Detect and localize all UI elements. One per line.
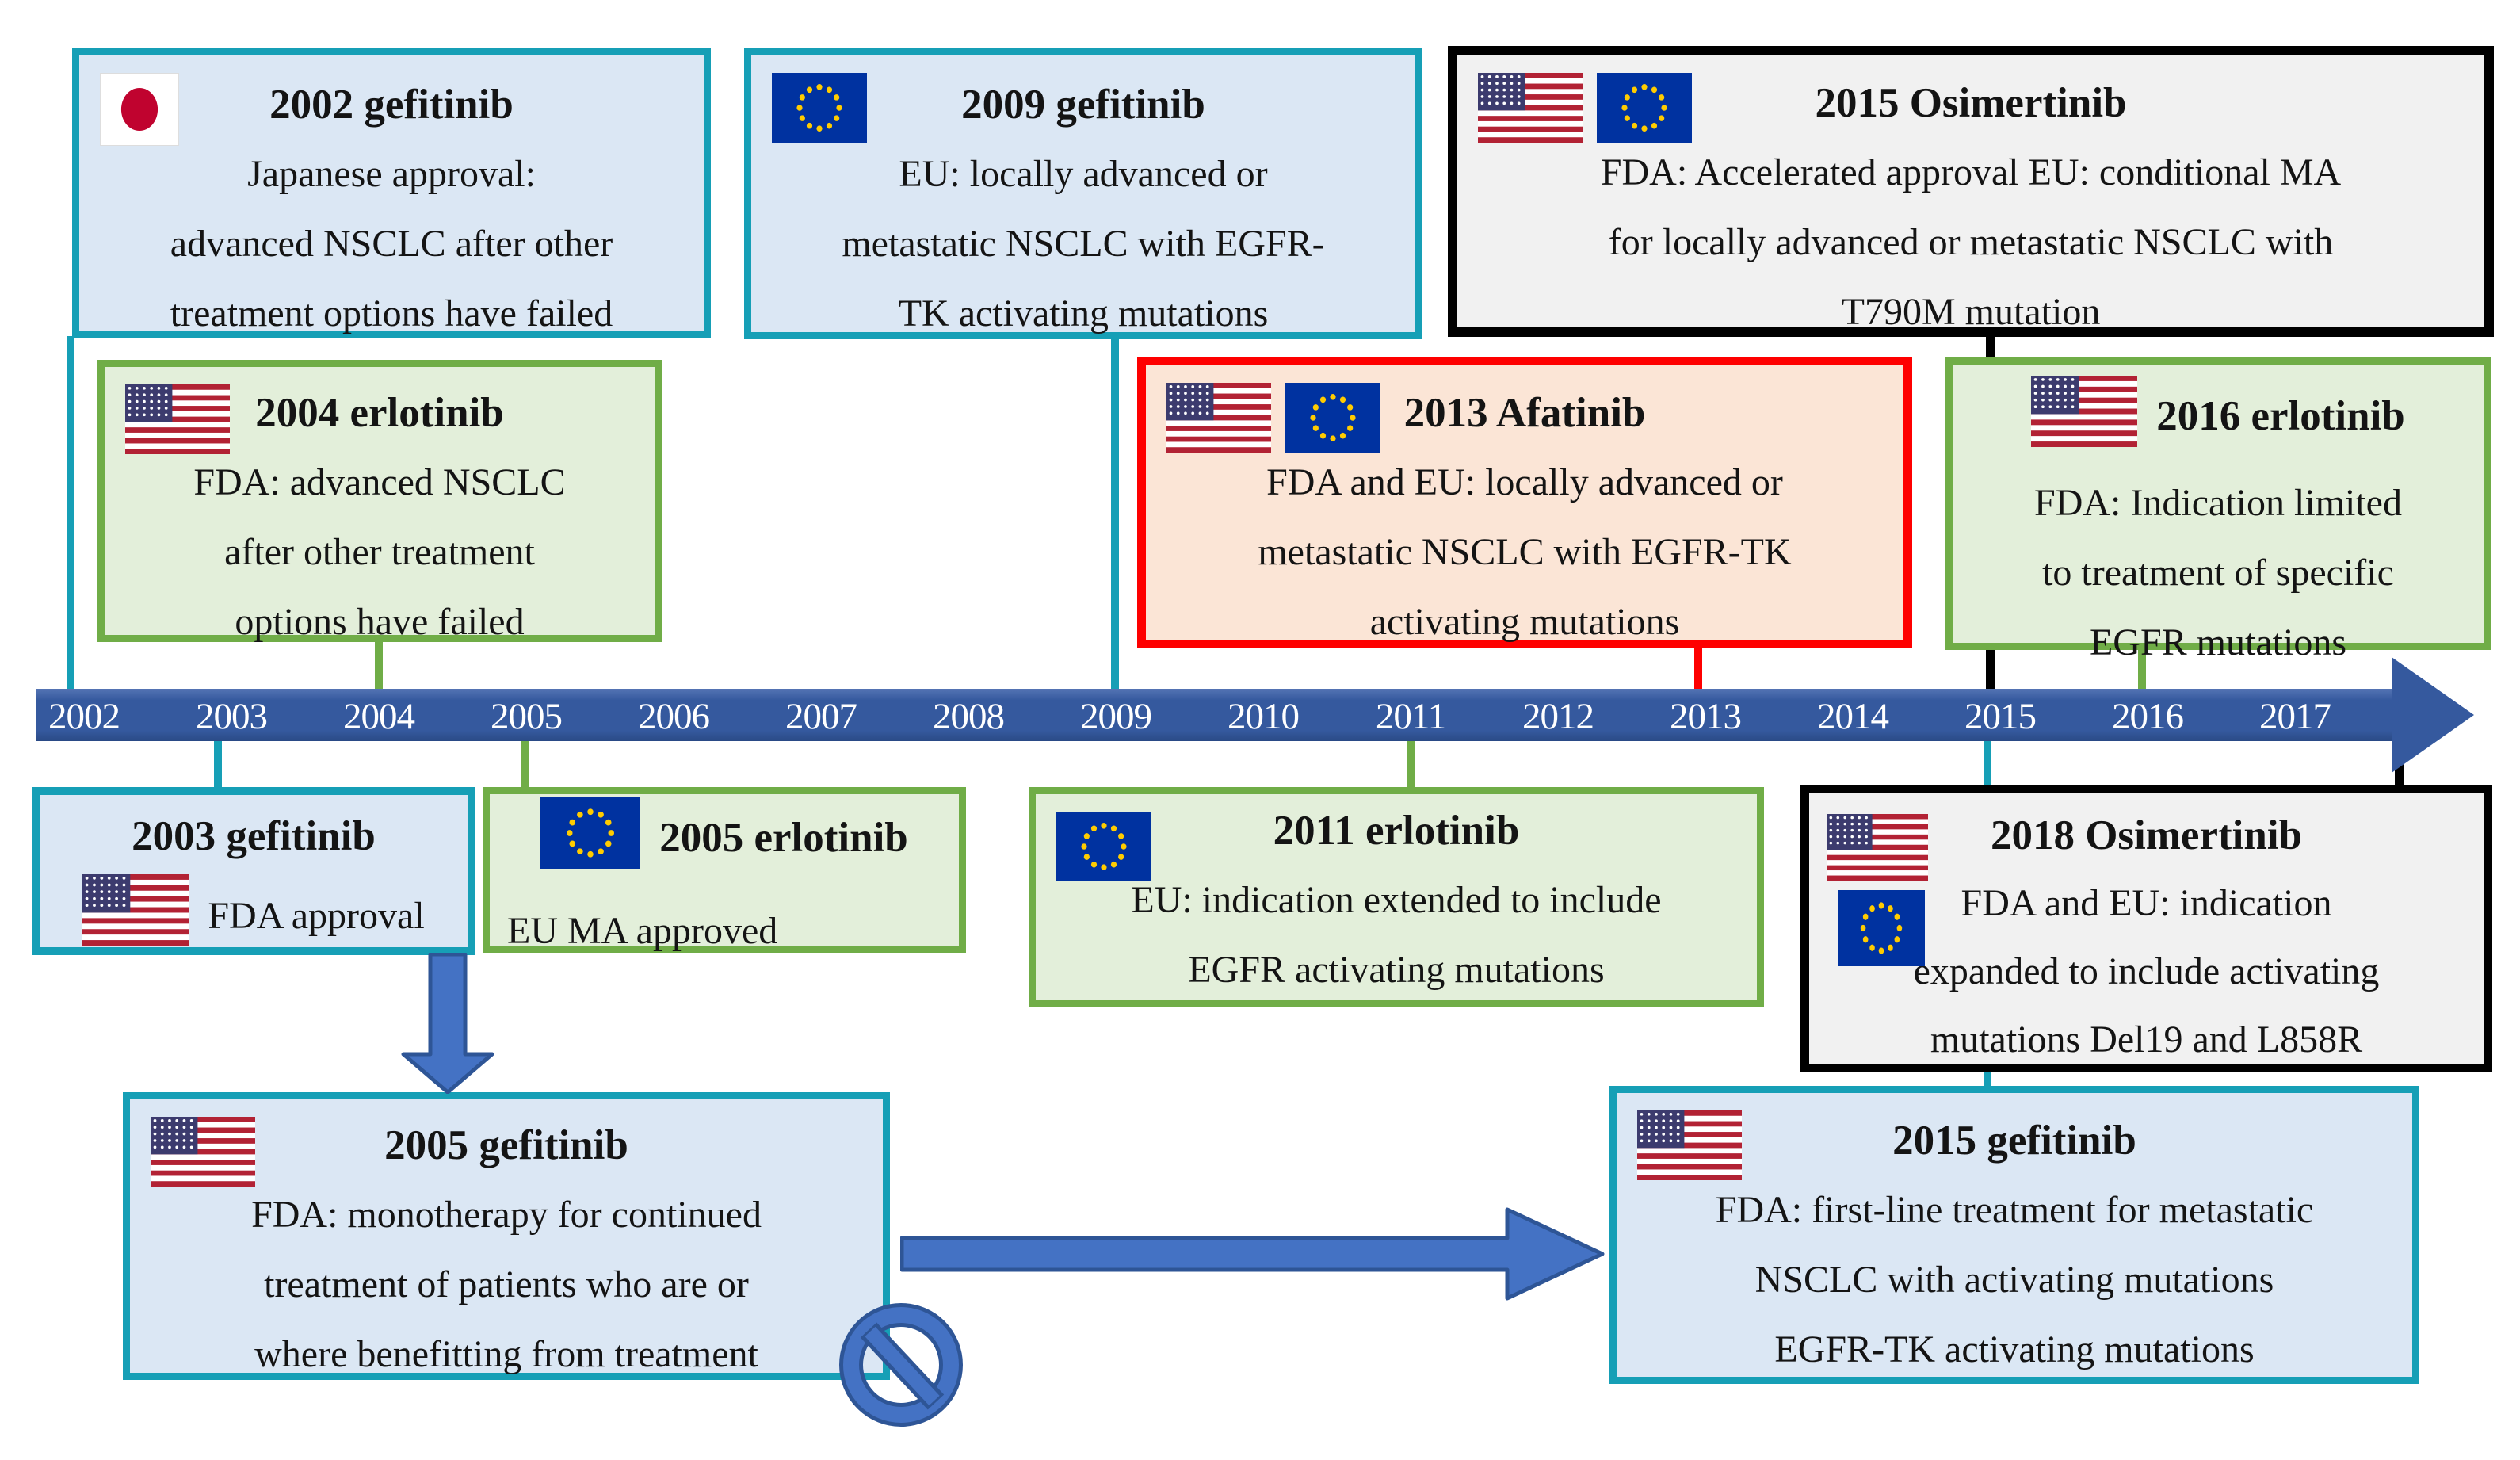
event-title: 2018 Osimertinib bbox=[1990, 812, 2303, 858]
event-body-line: NSCLC with activating mutations bbox=[1754, 1259, 2274, 1301]
eu-flag-icon bbox=[1838, 890, 1925, 970]
event-title: 2011 erlotinib bbox=[1273, 808, 1520, 854]
prohibition-icon bbox=[838, 1301, 964, 1428]
timeline-year-label: 2015 bbox=[1964, 696, 2037, 737]
right-arrow-icon bbox=[899, 1205, 1607, 1303]
event-body-line: FDA approval bbox=[208, 895, 425, 937]
us-flag-icon bbox=[151, 1117, 255, 1191]
event-body-line: EU: indication extended to include bbox=[1131, 879, 1662, 921]
event-title: 2009 gefitinib bbox=[961, 82, 1205, 128]
event-body-line: EGFR-TK activating mutations bbox=[1774, 1328, 2255, 1370]
event-body-line: EU MA approved bbox=[507, 910, 778, 952]
event-body-line: EU: locally advanced or bbox=[899, 153, 1268, 195]
event-title: 2004 erlotinib bbox=[255, 390, 504, 436]
connector-line-c-2016 bbox=[2138, 647, 2146, 694]
event-body-line: treatment of patients who are or bbox=[264, 1263, 749, 1305]
event-body-line: T790M mutation bbox=[1841, 291, 2101, 333]
event-title: 2016 erlotinib bbox=[2156, 393, 2405, 439]
event-body-line: for locally advanced or metastatic NSCLC… bbox=[1608, 221, 2334, 263]
us-flag-icon bbox=[1478, 73, 1583, 147]
connector-line-c-2002 bbox=[67, 336, 74, 694]
event-title: 2002 gefitinib bbox=[269, 82, 514, 128]
timeline-year-label: 2009 bbox=[1080, 696, 1152, 737]
timeline-year-label: 2002 bbox=[48, 696, 120, 737]
event-body-line: FDA: advanced NSCLC bbox=[193, 461, 566, 503]
down-arrow-icon bbox=[400, 952, 495, 1095]
event-box-erlotinib-2005: 2005 erlotinib EU MA approved bbox=[483, 787, 966, 953]
event-body-line: metastatic NSCLC with EGFR-TK bbox=[1258, 531, 1792, 573]
eu-flag-icon bbox=[540, 797, 641, 893]
connector-line-c-2011 bbox=[1407, 737, 1415, 790]
connector-line-c-2005 bbox=[521, 737, 529, 790]
timeline-year-label: 2005 bbox=[491, 696, 563, 737]
timeline-year-label: 2017 bbox=[2259, 696, 2331, 737]
event-title: 2015 gefitinib bbox=[1892, 1118, 2136, 1164]
connector-line-c-2013 bbox=[1694, 645, 1702, 694]
timeline-year-label: 2012 bbox=[1522, 696, 1594, 737]
connector-line-c-2004 bbox=[375, 639, 383, 694]
event-body-line: advanced NSCLC after other bbox=[170, 223, 613, 265]
timeline-bar: 2002 2003 2004 2005 2006 2007 2008 2009 2010 2011… bbox=[36, 689, 2396, 741]
eu-flag-icon bbox=[1056, 812, 1151, 885]
timeline-year-label: 2010 bbox=[1228, 696, 1300, 737]
event-body-line: FDA: first-line treatment for metastatic bbox=[1715, 1189, 2314, 1231]
timeline-year-label: 2014 bbox=[1817, 696, 1889, 737]
us-flag-icon bbox=[1827, 814, 1928, 885]
event-title: 2003 gefitinib bbox=[132, 813, 376, 859]
event-title: 2005 gefitinib bbox=[384, 1122, 628, 1168]
us-flag-icon bbox=[1166, 383, 1271, 457]
event-body-line: EGFR mutations bbox=[2089, 621, 2347, 663]
timeline-year-label: 2013 bbox=[1670, 696, 1742, 737]
event-body-line: FDA and EU: indication bbox=[1961, 882, 2332, 924]
event-body-line: FDA: Indication limited bbox=[2034, 482, 2402, 524]
event-body-line: where benefitting from treatment bbox=[254, 1333, 758, 1375]
timeline-year-label: 2007 bbox=[785, 696, 857, 737]
event-body-line: FDA: Accelerated approval EU: conditiona… bbox=[1600, 151, 2342, 193]
us-flag-icon bbox=[125, 384, 230, 458]
event-body-line: FDA: monotherapy for continued bbox=[251, 1194, 762, 1236]
eu-flag-icon bbox=[1597, 73, 1692, 147]
timeline-arrowhead-icon bbox=[2392, 657, 2474, 773]
eu-flag-icon bbox=[772, 73, 867, 147]
event-body-line: metastatic NSCLC with EGFR- bbox=[842, 223, 1325, 265]
event-body-line: treatment options have failed bbox=[170, 292, 613, 334]
event-body-line: FDA and EU: locally advanced or bbox=[1266, 461, 1783, 503]
event-body-line: activating mutations bbox=[1369, 601, 1680, 643]
connector-line-c-2003 bbox=[214, 737, 222, 790]
japan-flag-icon bbox=[99, 72, 180, 150]
event-title: 2015 Osimertinib bbox=[1815, 80, 2127, 126]
us-flag-icon bbox=[82, 874, 189, 972]
timeline-year-label: 2004 bbox=[343, 696, 415, 737]
us-flag-icon bbox=[1637, 1110, 1742, 1184]
event-body-line: mutations Del19 and L858R bbox=[1930, 1019, 2363, 1061]
timeline-year-label: 2008 bbox=[933, 696, 1005, 737]
event-body-line: Japanese approval: bbox=[247, 153, 536, 195]
event-body-line: after other treatment bbox=[224, 531, 535, 573]
event-body-line: options have failed bbox=[235, 601, 525, 643]
event-body-line: to treatment of specific bbox=[2042, 552, 2394, 594]
event-title: 2005 erlotinib bbox=[659, 815, 908, 861]
us-flag-icon bbox=[2031, 376, 2138, 468]
eu-flag-icon bbox=[1285, 383, 1380, 457]
event-title: 2013 Afatinib bbox=[1403, 390, 1646, 436]
timeline-year-label: 2006 bbox=[638, 696, 710, 737]
event-body-line: expanded to include activating bbox=[1913, 950, 2380, 992]
connector-line-c-2009 bbox=[1111, 337, 1119, 694]
timeline-year-label: 2003 bbox=[196, 696, 268, 737]
timeline-year-label: 2016 bbox=[2112, 696, 2184, 737]
event-body-line: TK activating mutations bbox=[898, 292, 1269, 334]
timeline-year-label: 2011 bbox=[1375, 696, 1446, 737]
event-body-line: EGFR activating mutations bbox=[1188, 949, 1605, 991]
